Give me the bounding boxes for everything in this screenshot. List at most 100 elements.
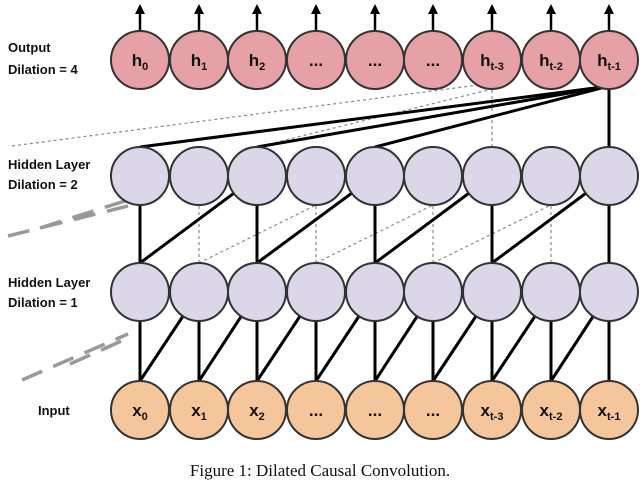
dash-history-hidden2-a — [7, 204, 129, 238]
hidden1-node — [345, 262, 405, 322]
hidden1-node-circle — [462, 262, 522, 322]
hidden2-node — [227, 146, 287, 206]
output-node: h0 — [110, 30, 170, 90]
hidden2-node — [579, 146, 639, 206]
output-node-label: h1 — [191, 51, 208, 73]
hidden2-node — [286, 146, 346, 206]
output-node-label: ht-2 — [539, 51, 563, 73]
hidden1-node — [403, 262, 463, 322]
edge-hidden2-output-diagonal — [139, 84, 610, 149]
history-connections — [7, 198, 129, 382]
figure-caption: Figure 1: Dilated Causal Convolution. — [190, 461, 450, 480]
edge-hidden1-hidden2-inactive-diagonal — [315, 204, 434, 264]
output-layer-title: Output — [8, 40, 51, 55]
hidden2-node-circle — [169, 146, 229, 206]
hidden1-node-circle — [286, 262, 346, 322]
hidden2-layer-title: Hidden Layer — [8, 157, 90, 172]
hidden1-node-circle — [110, 262, 170, 322]
input-node-label: x2 — [249, 401, 265, 423]
output-node-label: ht-3 — [480, 51, 504, 73]
input-node: x2 — [227, 380, 287, 440]
edge-hidden1-hidden2-inactive-diagonal — [198, 204, 317, 264]
hidden1-node — [579, 262, 639, 322]
hidden1-node-circle — [169, 262, 229, 322]
output-node-label: ... — [368, 51, 382, 70]
dash-history-hidden2-b — [39, 198, 129, 230]
input-node: ... — [345, 380, 405, 440]
hidden1-node — [286, 262, 346, 322]
hidden1-layer-dilation: Dilation = 1 — [8, 295, 78, 310]
input-node-label: x0 — [132, 401, 148, 423]
output-node-label: h2 — [249, 51, 266, 73]
hidden2-node — [110, 146, 170, 206]
input-node-label: x1 — [191, 401, 207, 423]
output-node-circle — [521, 30, 581, 90]
input-node-circle — [462, 380, 522, 440]
hidden2-node — [462, 146, 522, 206]
input-node: ... — [286, 380, 346, 440]
input-node-label: ... — [426, 401, 440, 420]
input-node: xt-1 — [579, 380, 639, 440]
hidden2-node — [169, 146, 229, 206]
hidden2-node — [521, 146, 581, 206]
input-node-label: xt-2 — [540, 401, 563, 423]
hidden2-node-circle — [462, 146, 522, 206]
output-node: h1 — [169, 30, 229, 90]
hidden1-node-circle — [521, 262, 581, 322]
dash-history-hidden1-b — [69, 336, 129, 366]
input-layer-title: Input — [38, 403, 70, 418]
hidden2-node-circle — [345, 146, 405, 206]
edge-hidden2-output-diagonal — [374, 84, 610, 149]
input-node-label: ... — [309, 401, 323, 420]
input-node-label: xt-3 — [481, 401, 504, 423]
output-node: ... — [345, 30, 405, 90]
hidden1-layer-title: Hidden Layer — [8, 275, 90, 290]
hidden2-node-circle — [521, 146, 581, 206]
hidden1-node-circle — [345, 262, 405, 322]
hidden-layer-1-nodes — [110, 262, 639, 322]
hidden2-node-circle — [227, 146, 287, 206]
input-layer-nodes: x0 x1 x2......... xt-3 xt-2 xt-1 — [110, 380, 639, 440]
hidden1-node — [462, 262, 522, 322]
output-node: ht-1 — [579, 30, 639, 90]
active-connections — [138, 60, 611, 410]
hidden2-node-circle — [403, 146, 463, 206]
output-node-label: ... — [426, 51, 440, 70]
input-node: x0 — [110, 380, 170, 440]
output-node-circle — [462, 30, 522, 90]
output-node: h2 — [227, 30, 287, 90]
hidden1-node — [521, 262, 581, 322]
dash-history-hidden1-a — [21, 332, 129, 382]
output-node: ... — [286, 30, 346, 90]
hidden1-node — [227, 262, 287, 322]
hidden1-node — [110, 262, 170, 322]
input-node: ... — [403, 380, 463, 440]
output-arrows — [135, 4, 614, 31]
input-node: xt-2 — [521, 380, 581, 440]
hidden2-node-circle — [110, 146, 170, 206]
hidden1-node — [169, 262, 229, 322]
input-node-label: ... — [368, 401, 382, 420]
input-node-circle — [521, 380, 581, 440]
input-node-label: xt-1 — [598, 401, 621, 423]
edge-hidden2-output-diagonal — [256, 84, 610, 149]
hidden1-node-circle — [403, 262, 463, 322]
output-node: ht-3 — [462, 30, 522, 90]
output-node-label: h0 — [132, 51, 149, 73]
hidden-layer-2-nodes — [110, 146, 639, 206]
edge-hidden1-hidden2-inactive-diagonal — [432, 204, 552, 264]
hidden1-node-circle — [227, 262, 287, 322]
output-node-circle — [579, 30, 639, 90]
hidden1-node-circle — [579, 262, 639, 322]
input-node: x1 — [169, 380, 229, 440]
input-node: xt-3 — [462, 380, 522, 440]
hidden2-layer-dilation: Dilation = 2 — [8, 177, 78, 192]
output-node-label: ht-1 — [597, 51, 621, 73]
hidden2-node — [345, 146, 405, 206]
hidden2-node-circle — [286, 146, 346, 206]
hidden2-node — [403, 146, 463, 206]
edge-history-inactive — [11, 82, 493, 147]
output-node: ... — [403, 30, 463, 90]
output-node-label: ... — [309, 51, 323, 70]
